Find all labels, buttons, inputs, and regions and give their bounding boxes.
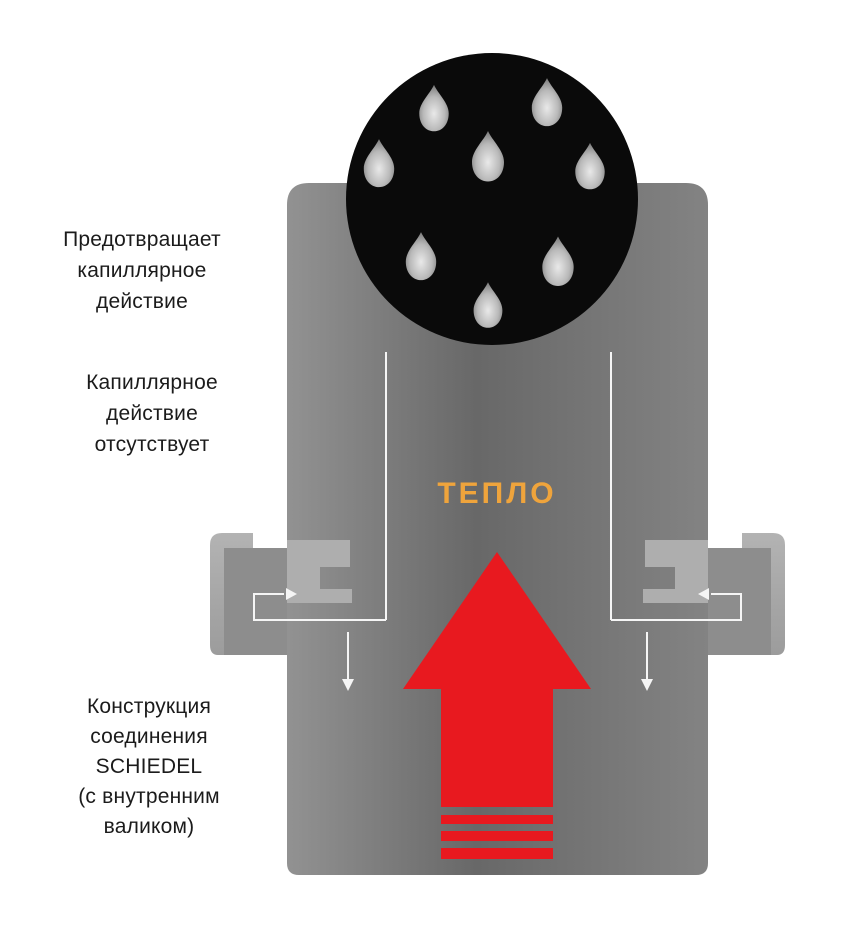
arrowhead-left-icon bbox=[698, 588, 709, 600]
arrowhead-down-right-icon bbox=[641, 679, 653, 691]
heat-bars bbox=[441, 815, 553, 859]
label-joint-construction: Конструкция соединения SCHIEDEL (с внутр… bbox=[78, 695, 220, 838]
heat-bar bbox=[441, 848, 553, 859]
heat-label: ТЕПЛО bbox=[437, 477, 557, 510]
heat-bar bbox=[441, 815, 553, 824]
arrowhead-right-icon bbox=[286, 588, 297, 600]
condensate-path-arrow-right bbox=[611, 593, 742, 621]
condensate-path-arrow-left bbox=[253, 593, 386, 621]
heat-arrow bbox=[403, 552, 591, 807]
bead-notch-left bbox=[287, 540, 352, 603]
joint-collar-left-inner bbox=[224, 548, 287, 655]
joint-collar-right-inner bbox=[708, 548, 771, 655]
label-no-capillary: Капиллярное действие отсутствует bbox=[86, 371, 218, 456]
label-prevents-capillary: Предотвращает капиллярное действие bbox=[63, 228, 221, 313]
arrowhead-down-left-icon bbox=[342, 679, 354, 691]
bead-notch-right bbox=[643, 540, 708, 603]
heat-bar bbox=[441, 831, 553, 841]
